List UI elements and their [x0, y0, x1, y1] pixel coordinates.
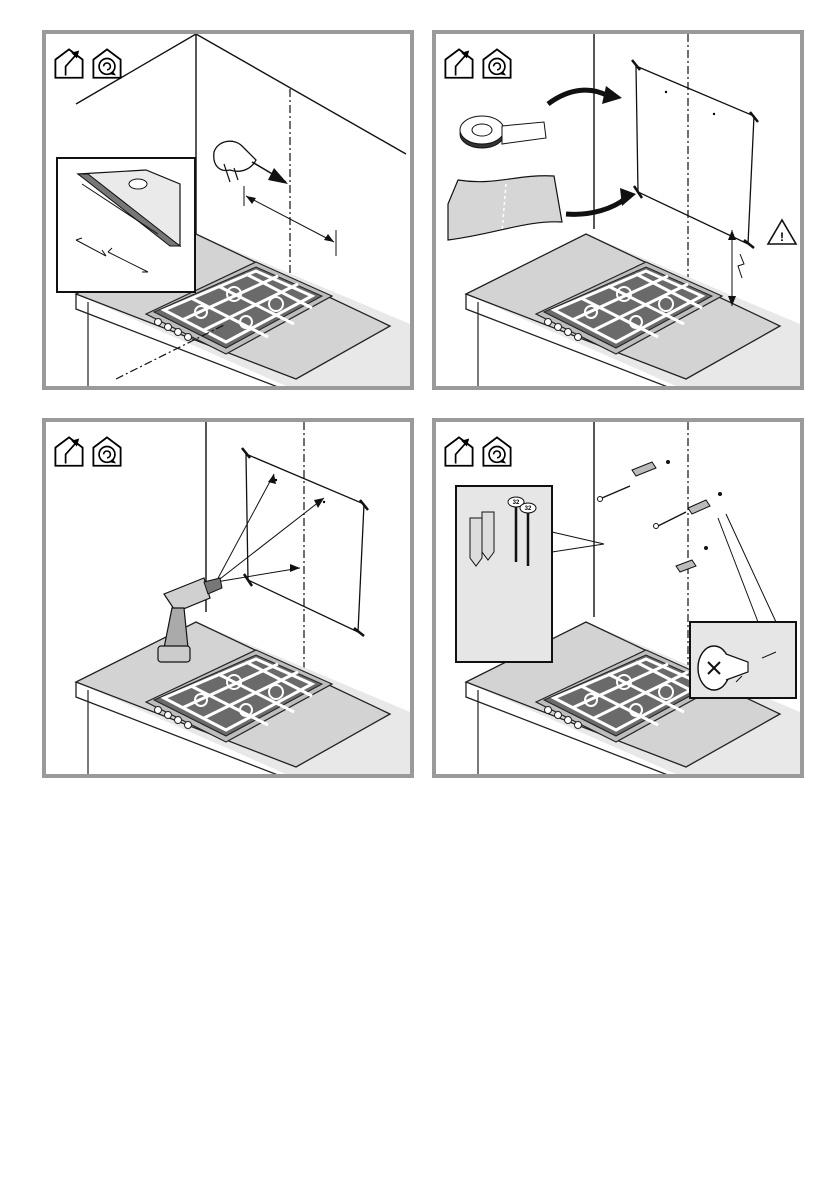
screw-label: 32 [525, 506, 532, 512]
ducted-exhaust-icon [445, 49, 472, 77]
ducted-exhaust-icon [445, 437, 472, 465]
template-sheet [448, 176, 562, 240]
step-1-panel [42, 30, 414, 390]
warning-icon: ! [768, 220, 796, 244]
recirculation-icon [93, 437, 120, 465]
step-3-panel [42, 418, 414, 778]
recirculation-icon [483, 49, 510, 77]
ducted-exhaust-icon [55, 437, 82, 465]
step-2-illustration: ! [436, 34, 800, 386]
tape-roll [460, 116, 546, 148]
step-4-panel: 32 32 [432, 418, 804, 778]
step-4-illustration: 32 32 [436, 422, 800, 774]
step-2-panel: ! [432, 30, 804, 390]
svg-text:!: ! [780, 230, 784, 244]
wall-plugs [598, 460, 723, 572]
screw-label: 32 [513, 500, 520, 506]
step-3-illustration [46, 422, 410, 774]
ducted-exhaust-icon [55, 49, 82, 77]
recirculation-icon [93, 49, 120, 77]
step-1-illustration [46, 34, 410, 386]
recirculation-icon [483, 437, 510, 465]
